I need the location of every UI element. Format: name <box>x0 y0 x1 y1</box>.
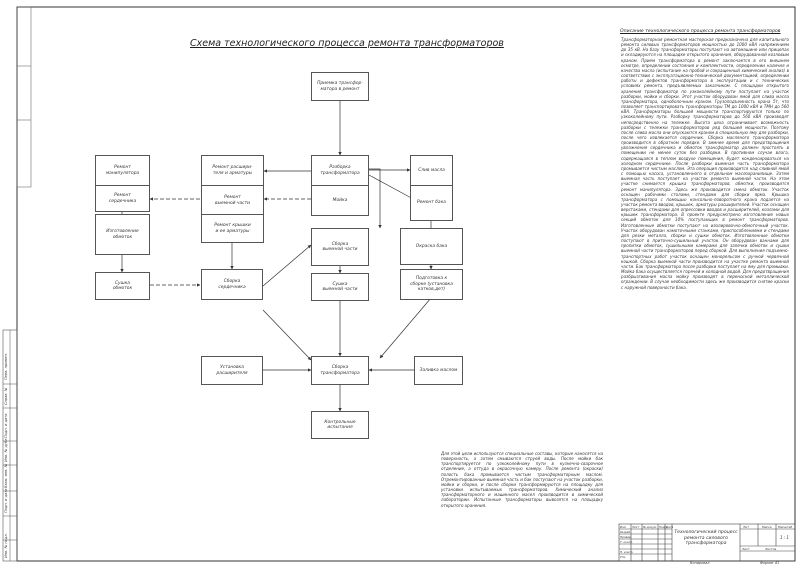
notes-text: Для этой цели используются специальные с… <box>441 451 603 508</box>
stamp-sign-date-2: Подп. и дата <box>4 488 8 513</box>
box-testing-label: Контрольные испытания <box>324 419 356 430</box>
box-washing: Мойка <box>311 185 369 216</box>
box-oil-fill: Заливка маслом <box>414 356 463 385</box>
role-check: Провер. <box>620 535 632 539</box>
box-washing-label: Мойка <box>332 197 348 203</box>
box-manipulator-repair: Ремонт манипулятора <box>95 155 150 186</box>
box-lid-repair: Ремонт крышки и ее арматуры <box>201 214 264 243</box>
box-tank-prep: Подготовка к сборке (установка катков,де… <box>400 269 463 300</box>
box-active-part-dry: Сушка выемной части <box>311 273 369 301</box>
box-arrival-label: Приемка трансфор- матора в ремонт <box>317 81 363 92</box>
sheet-label: Лист <box>742 547 750 551</box>
box-expander-repair-label: Ремонт расшири- теля и арматуры <box>212 165 253 176</box>
box-tank-prep-label: Подготовка к сборке (установка катков,де… <box>410 276 453 293</box>
box-oil-drain-label: Слив масла <box>418 167 445 173</box>
title-block <box>618 523 796 562</box>
description-text: Трансформаторная ремонтная мастерская пр… <box>621 37 789 290</box>
stamp-replace-inv: Взам. инв. № <box>4 463 8 488</box>
header-lit: Лит <box>743 525 749 529</box>
box-disassembly: Разборка трансформатора <box>311 155 369 186</box>
box-active-part-repair-label: Ремонт выемной части <box>215 195 250 206</box>
box-tank-painting-label: Окраска бака <box>415 243 448 249</box>
box-core-repair: Ремонт сердечника <box>95 185 150 212</box>
box-core-repair-label: Ремонт сердечника <box>108 193 137 204</box>
document-title: Технологический процесс ремонта силового… <box>674 530 738 547</box>
role-ncontrol: Н. контр. <box>620 550 634 554</box>
format-label: Формат А1 <box>760 561 780 565</box>
stamp-inv-orig: Инв. № подл. <box>4 533 8 558</box>
stamp-first-use: Перв. примен. <box>4 353 8 380</box>
box-trans-assembly: Сборка трансформатора <box>311 356 369 385</box>
box-disassembly-label: Разборка трансформатора <box>320 165 360 176</box>
stamp-sign-date-1: Подп. и дата <box>4 413 8 438</box>
box-oil-fill-label: Заливка маслом <box>419 367 458 373</box>
drawing-frame <box>16 6 796 562</box>
box-tank-repair-label: Ремонт бака <box>417 200 446 206</box>
col-list: Лист <box>632 525 640 529</box>
box-core-assembly: Сборка сердечника <box>201 269 263 300</box>
stamp-ref-no: Справ. № <box>4 387 8 405</box>
col-doc: № докум. <box>643 525 657 529</box>
box-trans-assembly-label: Сборка трансформатора <box>320 365 360 376</box>
role-tcontrol: Т. контр. <box>620 540 634 544</box>
description-title: Описание технологического процесса ремон… <box>620 29 781 34</box>
copied-label: Копировал <box>690 561 710 565</box>
box-oil-drain: Слив масла <box>410 155 453 186</box>
box-active-part-repair: Ремонт выемной части <box>201 185 264 216</box>
box-core-assembly-label: Сборка сердечника <box>218 279 246 290</box>
box-expander-install: Установка расширителя <box>201 356 263 385</box>
diagram-title: Схема технологического процесса ремонта … <box>190 38 504 49</box>
box-winding-dry-label: Сушка обмоток <box>112 280 133 291</box>
box-expander-repair: Ремонт расшири- теля и арматуры <box>201 155 264 186</box>
box-manipulator-repair-label: Ремонт манипулятора <box>105 165 140 176</box>
header-scale: Масштаб <box>778 525 793 529</box>
scale-value: 1 : 1 <box>780 535 789 540</box>
box-expander-install-label: Установка расширителя <box>216 365 248 376</box>
box-arrival: Приемка трансфор- матора в ремонт <box>311 72 369 101</box>
header-mass: Масса <box>762 525 772 529</box>
top-left-stamp-frame <box>16 6 32 188</box>
col-sign: Подп. <box>659 525 668 529</box>
col-izm: Изм <box>620 525 626 529</box>
box-lid-repair-label: Ремонт крышки и ее арматуры <box>214 223 251 234</box>
stamp-inv-dubl: Инв. № дубл. <box>4 437 8 462</box>
box-active-part-assembly: Сборка выемной части <box>311 228 369 266</box>
role-approve: Утв. <box>620 555 626 559</box>
box-insulation-prod: Изготовление обмоток <box>95 214 150 255</box>
box-tank-painting: Окраска бака <box>400 228 463 265</box>
col-date: Дата <box>666 525 674 529</box>
box-testing: Контрольные испытания <box>311 411 369 439</box>
sheets-label: Листов <box>765 547 777 551</box>
box-winding-dry: Сушка обмоток <box>95 272 150 300</box>
flow-arrows <box>120 101 433 412</box>
box-active-part-assembly-label: Сборка выемной части <box>322 241 358 252</box>
box-insulation-prod-label: Изготовление обмоток <box>106 229 139 240</box>
box-active-part-dry-label: Сушка выемной части <box>322 281 358 292</box>
box-tank-repair: Ремонт бака <box>410 185 453 221</box>
role-dev: Разраб. <box>620 530 631 534</box>
